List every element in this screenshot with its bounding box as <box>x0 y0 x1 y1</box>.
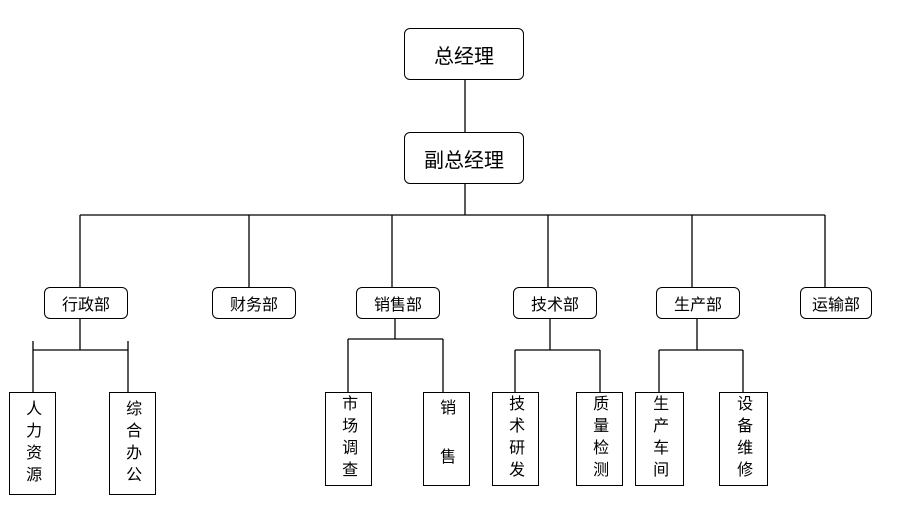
node-tech-dept-label: 技术部 <box>530 295 579 314</box>
node-workshop-label: 生产车间 <box>650 395 670 483</box>
node-finance-dept: 财务部 <box>212 287 296 319</box>
node-sales-unit-label: 销 售 <box>437 399 457 479</box>
node-quality-inspection-label: 质量检测 <box>590 395 610 483</box>
node-transport-dept: 运输部 <box>800 287 872 319</box>
node-equipment-maintenance: 设备维修 <box>719 392 768 486</box>
node-production-dept-label: 生产部 <box>673 295 722 314</box>
node-rnd: 技术研发 <box>492 392 539 486</box>
node-equipment-maintenance-label: 设备维修 <box>734 395 754 483</box>
node-general-manager: 总经理 <box>404 28 524 80</box>
node-deputy-manager-label: 副总经理 <box>424 147 504 172</box>
node-admin-dept-label: 行政部 <box>61 295 110 314</box>
node-general-office: 综合办公 <box>109 392 156 495</box>
node-sales-dept-label: 销售部 <box>373 295 422 314</box>
node-tech-dept: 技术部 <box>513 287 597 319</box>
node-hr: 人力资源 <box>9 392 56 495</box>
node-finance-dept-label: 财务部 <box>229 295 278 314</box>
node-rnd-label: 技术研发 <box>506 395 526 483</box>
node-deputy-manager: 副总经理 <box>404 132 524 184</box>
node-hr-label: 人力资源 <box>23 399 43 488</box>
node-market-research-label: 市场调查 <box>339 395 359 483</box>
node-quality-inspection: 质量检测 <box>576 392 623 486</box>
node-admin-dept: 行政部 <box>44 287 128 319</box>
node-sales-dept: 销售部 <box>356 287 440 319</box>
node-transport-dept-label: 运输部 <box>811 295 860 314</box>
node-production-dept: 生产部 <box>656 287 740 319</box>
node-sales-unit: 销 售 <box>423 392 470 486</box>
node-general-office-label: 综合办公 <box>123 399 143 488</box>
node-market-research: 市场调查 <box>325 392 372 486</box>
node-workshop: 生产车间 <box>635 392 684 486</box>
node-general-manager-label: 总经理 <box>434 43 494 68</box>
